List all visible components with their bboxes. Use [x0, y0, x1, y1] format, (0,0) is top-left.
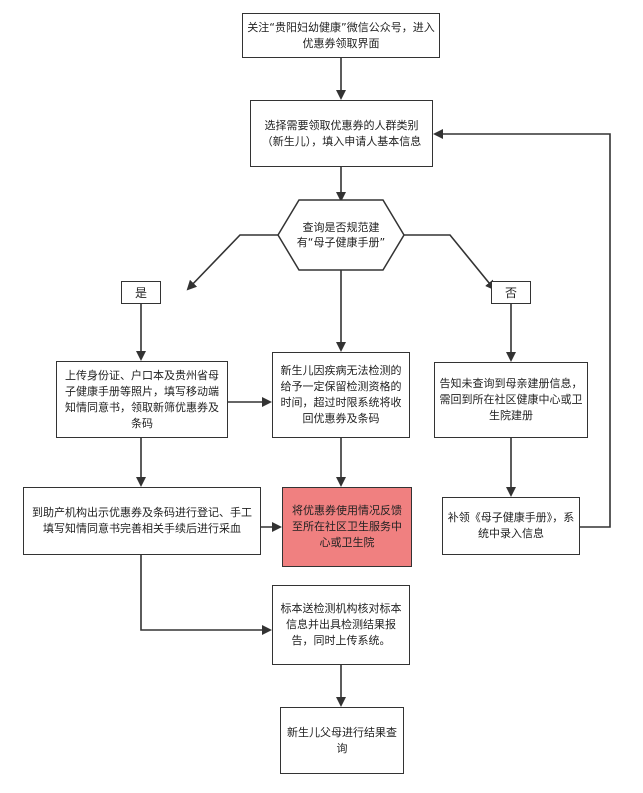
arrow-midwife-to-lab [140, 555, 272, 635]
node-follow-account-text: 关注“贵阳妇幼健康”微信公众号，进入优惠券领取界面 [247, 20, 435, 50]
node-usage-feedback: 将优惠券使用情况反馈至所在社区卫生服务中心或卫生院 [282, 487, 412, 567]
node-upload-documents: 上传身份证、户口本及贵州省母子健康手册等照片，填写移动端知情同意书，领取新筛优惠… [56, 361, 228, 438]
node-result-query-text: 新生儿父母进行结果查询 [287, 725, 397, 755]
node-disease-hold: 新生儿因疾病无法检测的给予一定保留检测资格的时间，超过时限系统将收回优惠券及条码 [272, 352, 410, 438]
node-lab-report-text: 标本送检测机构核对标本信息并出具检测结果报告，同时上传系统。 [280, 602, 402, 647]
node-usage-feedback-text: 将优惠券使用情况反馈至所在社区卫生服务中心或卫生院 [292, 504, 402, 549]
node-no-text: 否 [504, 285, 517, 300]
decision-query: 查询是否规范建有“母子健康手册” [295, 203, 387, 267]
node-midwife-registration: 到助产机构出示优惠券及条码进行登记、手工填写知情同意书完善相关手续后进行采血 [23, 487, 261, 555]
node-record-not-found: 告知未查询到母亲建册信息，需回到所在社区健康中心或卫生院建册 [434, 362, 588, 438]
arrow-query-to-no [404, 234, 496, 291]
node-record-not-found-text: 告知未查询到母亲建册信息，需回到所在社区健康中心或卫生院建册 [439, 377, 583, 422]
node-reissue-handbook-text: 补领《母子健康手册》，系统中录入信息 [447, 511, 575, 540]
node-lab-report: 标本送检测机构核对标本信息并出具检测结果报告，同时上传系统。 [272, 585, 410, 665]
node-result-query: 新生儿父母进行结果查询 [280, 707, 404, 774]
node-reissue-handbook: 补领《母子健康手册》，系统中录入信息 [442, 497, 580, 555]
node-midwife-registration-text: 到助产机构出示优惠券及条码进行登记、手工填写知情同意书完善相关手续后进行采血 [32, 506, 252, 535]
decision-query-text: 查询是否规范建有“母子健康手册” [296, 221, 386, 249]
node-yes-text: 是 [134, 285, 147, 300]
node-no: 否 [491, 281, 531, 304]
node-select-category-text: 选择需要领取优惠券的人群类别（新生儿），填入申请人基本信息 [261, 118, 422, 148]
arrow-reissue-to-select [433, 129, 611, 528]
decision-query-shape [277, 199, 405, 271]
node-yes: 是 [121, 281, 161, 304]
node-disease-hold-text: 新生儿因疾病无法检测的给予一定保留检测资格的时间，超过时限系统将收回优惠券及条码 [280, 364, 402, 425]
node-follow-account: 关注“贵阳妇幼健康”微信公众号，进入优惠券领取界面 [242, 13, 440, 58]
arrow-query-to-yes [186, 234, 278, 291]
node-select-category: 选择需要领取优惠券的人群类别（新生儿），填入申请人基本信息 [250, 100, 433, 167]
node-upload-documents-text: 上传身份证、户口本及贵州省母子健康手册等照片，填写移动端知情同意书，领取新筛优惠… [65, 368, 219, 430]
